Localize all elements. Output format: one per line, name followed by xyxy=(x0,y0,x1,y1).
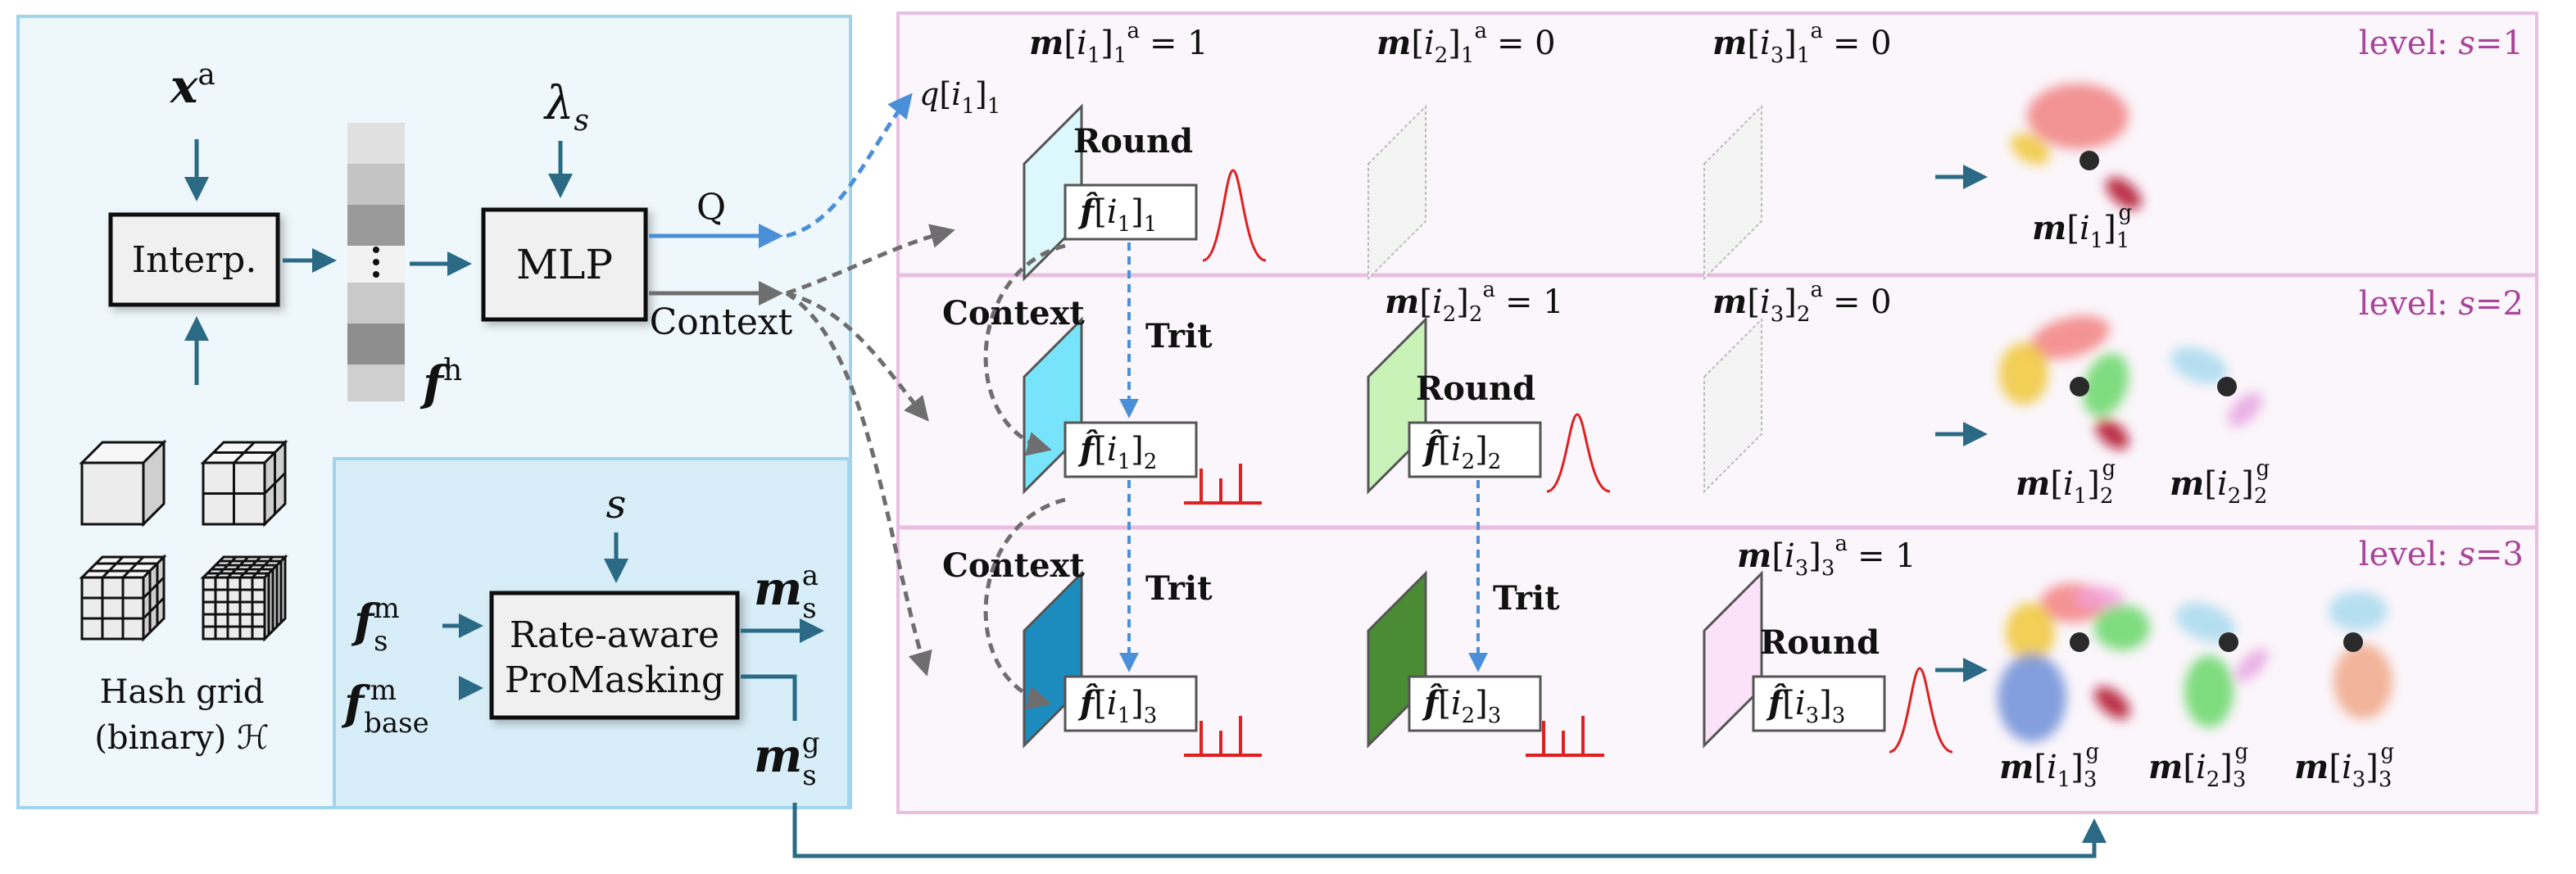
q-i1-label: q[i1]1 xyxy=(919,76,1000,119)
mlp-box xyxy=(481,207,648,322)
fhat-boxes xyxy=(1064,183,1886,732)
svg-text:m[i2]1a= 0: m[i2]1a= 0 xyxy=(1376,19,1556,68)
rate-aware-label-1: Rate-aware xyxy=(510,614,719,656)
mlp-label: MLP xyxy=(516,241,613,288)
interp-label: Interp. xyxy=(132,239,257,281)
trit-label-3: Trit xyxy=(1493,579,1560,618)
x-a-label: xa xyxy=(170,58,215,114)
mask-g-label-2-3: m[i2]3g xyxy=(2148,740,2248,792)
svg-text:m[i1]1a= 1: m[i1]1a= 1 xyxy=(1029,19,1209,68)
round-label-1: Round xyxy=(1073,122,1193,161)
context-label-3: Context xyxy=(942,546,1085,585)
q-dashed-arrow xyxy=(786,93,913,238)
lambda-s-label: λs xyxy=(543,77,589,138)
m-s-a-label: msa xyxy=(754,559,819,625)
hash-grid-cubes xyxy=(79,439,288,642)
fhat-label-1-3: f̂[i1]3 xyxy=(1077,684,1157,728)
svg-text:m[i3]2a= 0: m[i3]2a= 0 xyxy=(1712,278,1892,327)
hash-grid-label-2: (binary) ℋ xyxy=(94,719,269,757)
mask-a-labels: m[i1]1a= 1 m[i2]1a= 0 m[i3]1a= 0 m[i2]2a… xyxy=(1029,19,1916,581)
svg-text:m[i3]1a= 0: m[i3]1a= 0 xyxy=(1712,19,1892,68)
m-s-g-label: msg xyxy=(754,727,819,792)
rate-aware-box xyxy=(489,591,740,720)
level-label-1: level: s=1 xyxy=(2359,25,2524,62)
fhat-label-2-3: f̂[i2]3 xyxy=(1422,684,1501,728)
fhat-label-1-2: f̂[i1]2 xyxy=(1077,430,1157,474)
f-s-m-label: fsm xyxy=(351,592,400,658)
mask-g-label-1-2: m[i1]2g xyxy=(2016,456,2116,509)
q-label: Q xyxy=(696,187,726,229)
context-label-2: Context xyxy=(942,294,1085,333)
trit-label-1: Trit xyxy=(1145,317,1213,355)
mask-g-label-1-3: m[i1]3g xyxy=(1999,740,2099,792)
mask-g-label-2-2: m[i2]2g xyxy=(2170,456,2270,509)
gaussian-curves xyxy=(1202,169,1953,754)
round-label-2: Round xyxy=(1416,369,1535,408)
s-label: s xyxy=(606,482,627,528)
gaussian-blobs-level-1 xyxy=(2011,84,2142,210)
gaussian-blobs-level-2 xyxy=(1999,315,2262,450)
trit-spikes xyxy=(1184,464,1604,757)
svg-text:m[i3]3a= 1: m[i3]3a= 1 xyxy=(1737,532,1916,581)
hash-grid-label-1: Hash grid xyxy=(100,673,265,711)
fhat-label-2-2: f̂[i2]2 xyxy=(1422,430,1501,474)
context-label-left: Context xyxy=(650,301,793,343)
fhat-label-1-1: f̂[i1]1 xyxy=(1077,192,1157,237)
trit-arrows xyxy=(1119,242,1488,672)
interp-box xyxy=(108,212,280,307)
level-label-3: level: s=3 xyxy=(2359,536,2524,573)
fhat-label-3-3: f̂[i3]3 xyxy=(1766,684,1845,728)
context-dashed-arrows xyxy=(785,224,1066,710)
rate-aware-label-2: ProMasking xyxy=(505,659,724,701)
round-label-3: Round xyxy=(1760,623,1880,662)
feature-vector-column xyxy=(347,123,405,401)
mask-g-label-3-3: m[i3]3g xyxy=(2294,740,2394,792)
trit-label-2: Trit xyxy=(1145,569,1213,608)
gaussian-blobs-level-3 xyxy=(1998,583,2392,742)
mask-g-label-1-1: m[i1]1g xyxy=(2032,201,2132,253)
level-label-2: level: s=2 xyxy=(2359,285,2524,323)
svg-text:m[i2]2a= 1: m[i2]2a= 1 xyxy=(1385,278,1564,327)
